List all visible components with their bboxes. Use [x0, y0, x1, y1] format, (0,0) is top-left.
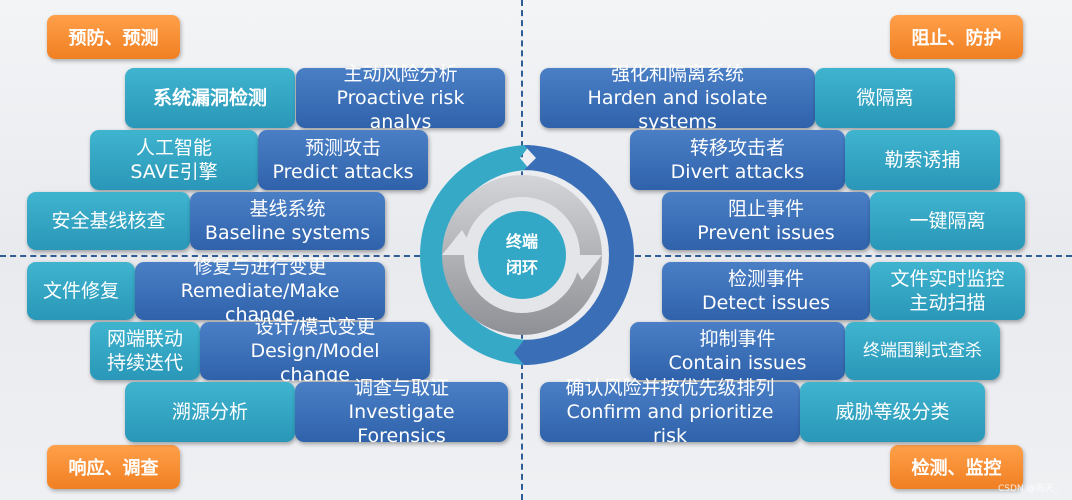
step-cn: 修复与进行变更 — [193, 256, 327, 278]
product-box: 一键隔离 — [870, 192, 1025, 250]
step-en: analys — [369, 111, 432, 133]
product-label: 人工智能 — [135, 137, 212, 159]
corner-respond-investigate: 响应、调查 — [47, 445, 180, 489]
product-label: 持续迭代 — [106, 352, 183, 374]
product-label: 微隔离 — [856, 87, 914, 109]
step-en: Confirm and prioritize — [566, 401, 774, 423]
product-box: 系统漏洞检测 — [125, 68, 295, 128]
step-cn: 设计/模式变更 — [254, 316, 376, 338]
corner-prevent-predict: 预防、预测 — [47, 15, 180, 59]
product-label: 网端联动 — [106, 328, 183, 350]
product-label: 安全基线核查 — [51, 210, 166, 232]
step-cn: 转移攻击者 — [689, 137, 785, 159]
product-box: 网端联动持续迭代 — [90, 322, 200, 380]
product-label: 终端围剿式查杀 — [863, 341, 982, 361]
step-en: Contain issues — [668, 352, 807, 374]
step-en: systems — [638, 111, 717, 133]
step-cn: 阻止事件 — [727, 198, 804, 220]
step-cn: 主动风险分析 — [343, 63, 458, 85]
product-label: 威胁等级分类 — [835, 401, 950, 423]
step-en: Prevent issues — [697, 222, 835, 244]
product-label: 主动扫描 — [909, 292, 986, 314]
step-en: risk — [653, 425, 687, 447]
step-en: Baseline systems — [204, 222, 371, 244]
step-cn: 调查与取证 — [353, 377, 449, 399]
horizontal-divider-right — [625, 255, 1072, 257]
horizontal-divider-left — [0, 255, 420, 257]
step-en: Design/Model — [250, 340, 380, 362]
corner-detect-monitor: 检测、监控 — [890, 445, 1023, 489]
product-box: 勒索诱捕 — [845, 130, 1000, 190]
step-en: Harden and isolate — [587, 87, 768, 109]
step-en: Divert attacks — [670, 161, 805, 183]
step-cn: 抑制事件 — [699, 328, 776, 350]
step-cn: 检测事件 — [727, 268, 804, 290]
step-cn: 预测攻击 — [304, 137, 381, 159]
corner-block-protect: 阻止、防护 — [890, 15, 1023, 59]
product-box: 文件修复 — [27, 262, 135, 320]
step-en: Forensics — [357, 425, 446, 447]
product-label: SAVE引擎 — [130, 161, 218, 183]
center-label: 终端 闭环 — [482, 215, 562, 295]
product-box: 终端围剿式查杀 — [845, 322, 1000, 380]
product-label: 文件实时监控 — [890, 268, 1005, 290]
step-cn: 基线系统 — [249, 198, 326, 220]
step-cn: 强化和隔离系统 — [610, 63, 744, 85]
product-box: 溯源分析 — [125, 382, 295, 442]
step-en: change — [280, 364, 350, 386]
product-box: 微隔离 — [815, 68, 955, 128]
product-label: 溯源分析 — [171, 401, 248, 423]
step-cn: 确认风险并按优先级排列 — [565, 377, 775, 399]
product-box: 文件实时监控主动扫描 — [870, 262, 1025, 320]
product-box: 威胁等级分类 — [800, 382, 985, 442]
product-label: 系统漏洞检测 — [152, 87, 267, 109]
step-en: Predict attacks — [272, 161, 414, 183]
cycle-arrow-right — [514, 145, 634, 365]
step-en: Detect issues — [701, 292, 831, 314]
cycle-arrow-left — [420, 145, 530, 365]
center-line1: 终端 — [505, 232, 538, 251]
credit-watermark: CSDN @雨天_ — [997, 484, 1058, 494]
step-en: change — [225, 304, 295, 326]
product-box: 安全基线核查 — [27, 192, 190, 250]
cycle-diagram — [420, 145, 634, 365]
center-circle — [478, 211, 566, 299]
product-label: 勒索诱捕 — [884, 149, 961, 171]
step-en: Remediate/Make — [180, 280, 340, 302]
product-label: 一键隔离 — [909, 210, 986, 232]
step-en: Proactive risk — [336, 87, 465, 109]
product-label: 文件修复 — [42, 280, 119, 302]
center-line2: 闭环 — [505, 258, 538, 277]
step-en: Investigate — [348, 401, 455, 423]
